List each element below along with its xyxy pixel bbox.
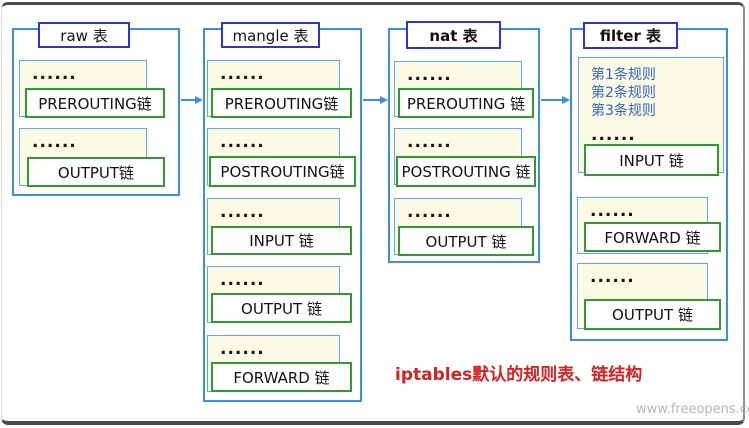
rule-line: 第3条规则 bbox=[591, 103, 656, 119]
chain-box-mangle-output: OUTPUT 链 bbox=[211, 293, 352, 323]
chain-box-raw-output: OUTPUT链 bbox=[27, 157, 165, 187]
ellipsis-label: ...... bbox=[407, 132, 452, 152]
chain-box-filter-forward: FORWARD 链 bbox=[584, 222, 721, 252]
table-title-raw: raw 表 bbox=[38, 22, 130, 48]
chain-box-mangle-postrouting: POSTROUTING链 bbox=[209, 156, 356, 187]
ellipsis-label: ...... bbox=[590, 201, 635, 221]
table-title-filter: filter 表 bbox=[583, 22, 678, 49]
chain-box-filter-input: INPUT 链 bbox=[584, 144, 719, 176]
rule-line: 第2条规则 bbox=[591, 85, 656, 101]
chain-box-raw-prerouting: PREROUTING链 bbox=[25, 88, 165, 118]
ellipsis-label: ...... bbox=[220, 64, 265, 84]
ellipsis-label: ...... bbox=[407, 202, 452, 222]
watermark: www.freeopens.com bbox=[636, 402, 749, 417]
chain-box-nat-output: OUTPUT 链 bbox=[398, 226, 534, 256]
ellipsis-label: ...... bbox=[220, 202, 265, 222]
table-title-nat: nat 表 bbox=[406, 21, 501, 49]
rule-list: 第1条规则 第2条规则 第3条规则 bbox=[591, 66, 719, 120]
ellipsis-label: ...... bbox=[220, 132, 265, 152]
chain-box-mangle-input: INPUT 链 bbox=[211, 226, 352, 255]
flow-arrow-nat-to-filter bbox=[541, 96, 570, 104]
table-title-mangle: mangle 表 bbox=[221, 22, 320, 48]
ellipsis-label: ...... bbox=[32, 132, 77, 152]
ellipsis-label: ...... bbox=[32, 64, 77, 84]
chain-box-filter-output: OUTPUT 链 bbox=[584, 299, 721, 330]
ellipsis-label: ...... bbox=[407, 65, 452, 85]
ellipsis-label: ...... bbox=[591, 125, 636, 145]
chain-box-nat-prerouting: PREROUTING 链 bbox=[398, 88, 534, 118]
chain-box-mangle-forward: FORWARD 链 bbox=[211, 362, 352, 392]
chain-box-mangle-prerouting: PREROUTING链 bbox=[211, 88, 352, 118]
ellipsis-label: ...... bbox=[220, 270, 265, 290]
flow-arrow-raw-to-mangle bbox=[181, 96, 203, 104]
ellipsis-label: ...... bbox=[590, 267, 635, 287]
rule-line: 第1条规则 bbox=[591, 67, 656, 83]
chain-box-nat-postrouting: POSTROUTING 链 bbox=[396, 156, 536, 187]
diagram-caption: iptables默认的规则表、链结构 bbox=[395, 365, 643, 385]
flow-arrow-mangle-to-nat bbox=[363, 96, 388, 104]
ellipsis-label: ...... bbox=[220, 339, 265, 359]
